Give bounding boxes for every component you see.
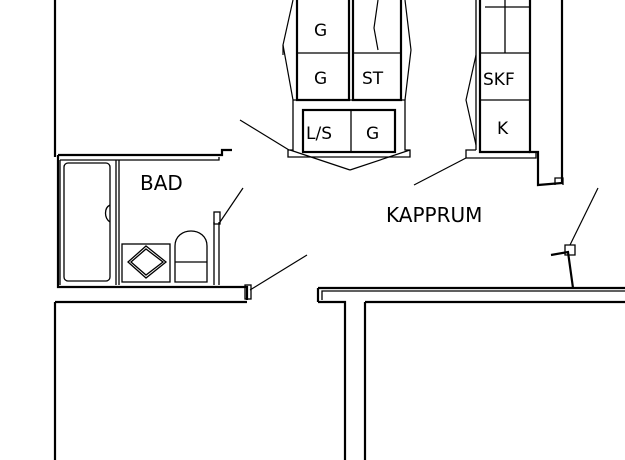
sink: [121, 243, 171, 283]
cabinet-label-g-mid: G: [314, 69, 327, 89]
right-cabinets: [413, 0, 564, 187]
right-cabinet-door-swing: [413, 157, 467, 186]
corridor-door-swing: [249, 254, 308, 291]
cabinet-label-g-low: G: [366, 124, 379, 144]
bathroom-inner-wall: [59, 157, 220, 285]
cabinet-label-ls: L/S: [306, 124, 332, 144]
right-room-door: [550, 187, 599, 289]
bathroom-outer-wall: [56, 148, 249, 300]
bathroom-partition: [115, 160, 120, 285]
lower-walls: [53, 286, 625, 460]
center-cabinets: [239, 0, 412, 171]
cabinet-label-skf: SKF: [483, 70, 515, 90]
toilet: [174, 230, 208, 283]
cabinet-label-k: K: [497, 119, 509, 139]
bathtub: [63, 162, 111, 282]
bathroom-door-frame: [213, 211, 221, 225]
cabinet-label-st: ST: [362, 69, 384, 89]
utility-room-label: KAPPRUM: [386, 203, 482, 227]
bathroom-door-swing: [219, 187, 244, 223]
bathtub-drain: [104, 204, 111, 223]
bathroom: [56, 148, 249, 300]
center-cabinet-door-swing: [239, 119, 290, 151]
cabinet-label-g-top: G: [314, 21, 327, 41]
bathroom-label: BAD: [140, 171, 183, 195]
corridor-door-frame: [244, 284, 252, 300]
